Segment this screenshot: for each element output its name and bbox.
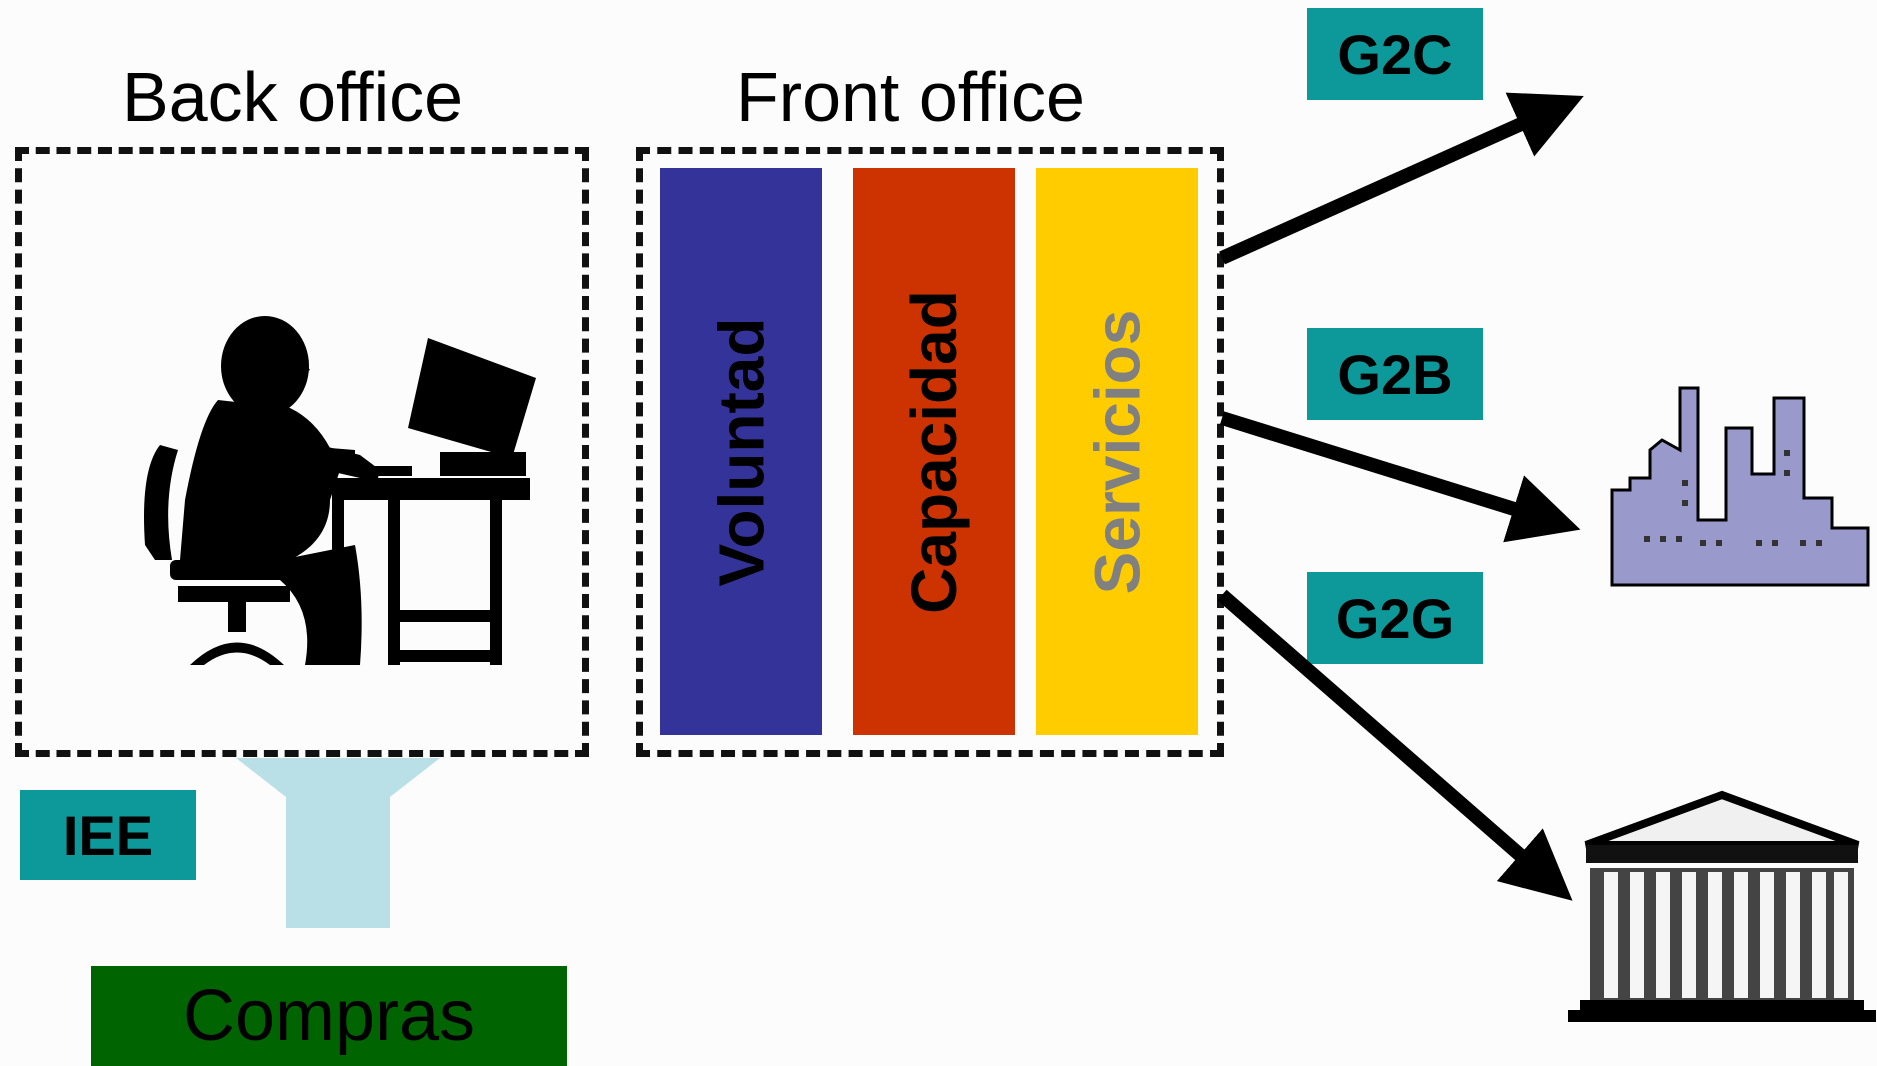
back-office-title: Back office [122,58,464,136]
arrow-to-government [1217,589,1573,901]
compras-box: Compras [91,966,567,1066]
voluntad-column: Voluntad [660,168,822,735]
factory-windows [1644,450,1822,546]
arrow-to-business [1219,411,1581,543]
g2b-tag: G2B [1307,328,1483,420]
up-arrow [236,758,440,928]
g2c-tag: G2C [1307,8,1483,100]
front-office-title: Front office [736,58,1085,136]
capacidad-column: Capacidad [853,168,1015,735]
arrow-to-citizens [1219,92,1584,265]
front-office-box [636,147,1224,757]
back-office-box [15,147,589,757]
person-at-computer-icon [144,316,536,665]
g2g-tag: G2G [1307,572,1483,664]
servicios-column: Servicios [1036,168,1198,735]
iee-tag: IEE [20,790,196,880]
government-building-icon [1568,790,1876,1022]
factory-icon [1610,386,1870,587]
